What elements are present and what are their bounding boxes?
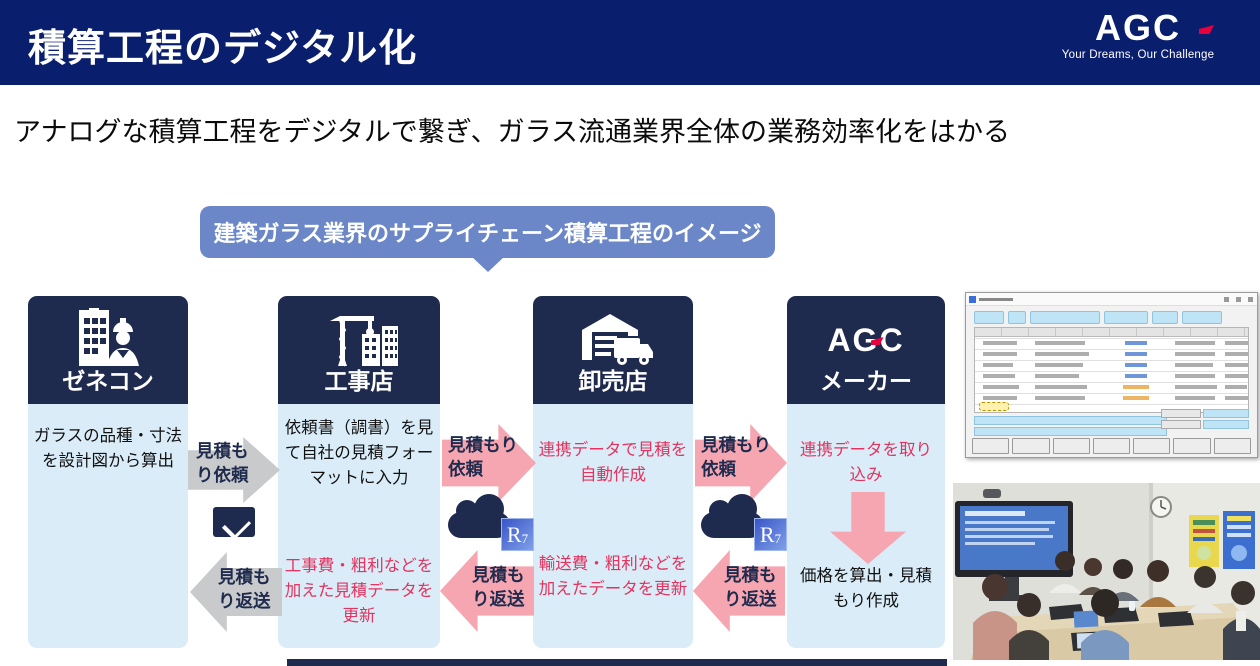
- active-input-cell: [979, 402, 1009, 411]
- cloud-icon: [701, 494, 763, 538]
- request-arrow-2: 見積もり依頼: [442, 424, 536, 502]
- meeting-photo: [953, 483, 1260, 660]
- envelope-icon: [213, 507, 255, 537]
- process-text-update: 輸送費・粗利などを加えたデータを更新: [538, 555, 688, 598]
- process-text: ガラスの品種・寸法を設計図から算出: [33, 427, 183, 470]
- callout-banner: 建築ガラス業界のサプライチェーン積算工程のイメージ: [200, 206, 775, 258]
- r7-badge-digit: 7: [774, 531, 782, 546]
- return-arrow-3-label: 見積もり返送: [724, 565, 777, 609]
- warehouse-truck-icon: [533, 308, 693, 370]
- agc-maker-logo-flag-icon: [870, 337, 884, 345]
- column-header: ゼネコン: [28, 296, 188, 404]
- callout-pointer: [471, 256, 505, 272]
- agc-maker-logo: AGC: [787, 324, 945, 356]
- column-label: メーカー: [820, 368, 912, 394]
- process-text: 連携データで見積を自動作成: [538, 441, 688, 484]
- cloud-r7-icon: R 7: [701, 494, 791, 555]
- cloud-r7-icon: R 7: [448, 494, 538, 555]
- minimize-icon: [1224, 297, 1229, 302]
- agc-logo-text: AGC: [1095, 7, 1181, 48]
- down-arrow: [830, 492, 906, 564]
- return-arrow-2: 見積もり返送: [440, 550, 534, 632]
- column-body: 連携データを取り込み 価格を算出・見積もり作成: [787, 404, 945, 648]
- agc-logo-tagline: Your Dreams, Our Challenge: [1061, 49, 1215, 61]
- return-arrow-2-label: 見積もり返送: [472, 565, 525, 609]
- header-band: 積算工程のデジタル化 AGC Your Dreams, Our Challeng…: [0, 0, 1260, 85]
- column-label: 工事店: [324, 368, 394, 394]
- callout-text: 建築ガラス業界のサプライチェーン積算工程のイメージ: [213, 221, 762, 246]
- maximize-icon: [1236, 297, 1241, 302]
- r7-badge-digit: 7: [521, 531, 529, 546]
- request-arrow-2-label: 見積もり依頼: [448, 435, 518, 479]
- crane-building-icon: [278, 308, 440, 370]
- column-label: 卸売店: [578, 368, 648, 394]
- request-arrow-1-label: 見積もり依頼: [196, 441, 249, 485]
- r7-badge: R 7: [754, 518, 787, 551]
- close-icon: [1248, 297, 1253, 302]
- column-body: 連携データで見積を自動作成 輸送費・粗利などを加えたデータを更新: [533, 404, 693, 648]
- column-header: AGC メーカー: [787, 296, 945, 404]
- agc-logo: AGC Your Dreams, Our Challenge: [1038, 7, 1238, 62]
- page-title: 積算工程のデジタル化: [28, 28, 418, 70]
- agc-logo-flag-icon: [1199, 25, 1214, 34]
- column-manufacturer: AGC メーカー 連携データを取り込み 価格を算出・見積もり作成: [787, 296, 945, 648]
- footer-bar: [287, 659, 947, 666]
- subtitle: アナログな積算工程をデジタルで繋ぎ、ガラス流通業界全体の業務効率化をはかる: [14, 117, 1011, 147]
- agc-maker-logo-text: AGC: [827, 322, 905, 358]
- function-key-buttons: [972, 438, 1251, 454]
- totals-panel: [1161, 409, 1249, 431]
- return-arrow-1: 見積もり返送: [190, 552, 282, 632]
- column-body: ガラスの品種・寸法を設計図から算出: [28, 404, 188, 648]
- estimate-table: [974, 327, 1249, 413]
- cloud-icon: [448, 494, 510, 538]
- process-text: 連携データを取り込み: [800, 441, 932, 484]
- window-titlebar: [966, 293, 1257, 306]
- column-wholesaler: 卸売店 連携データで見積を自動作成 輸送費・粗利などを加えたデータを更新: [533, 296, 693, 648]
- window-icon: [969, 296, 976, 303]
- return-arrow-3: 見積もり返送: [693, 550, 785, 632]
- table-header-row: [975, 328, 1248, 337]
- process-text-update: 工事費・粗利などを加えた見積データを更新: [284, 557, 434, 625]
- r7-badge-letter: R: [759, 521, 775, 547]
- window-title-bar-text: [979, 298, 1013, 301]
- process-text: 依頼書（調書）を見て自社の見積フォーマットに入力: [284, 419, 434, 487]
- column-general-contractor: ゼネコン ガラスの品種・寸法を設計図から算出: [28, 296, 188, 648]
- process-text-result: 価格を算出・見積もり作成: [800, 567, 932, 610]
- column-header: 卸売店: [533, 296, 693, 404]
- request-arrow-1: 見積もり依頼: [188, 437, 280, 503]
- column-body: 依頼書（調書）を見て自社の見積フォーマットに入力 工事費・粗利などを加えた見積デ…: [278, 404, 440, 648]
- r7-badge-letter: R: [506, 521, 522, 547]
- column-label: ゼネコン: [62, 368, 154, 394]
- r7-badge: R 7: [501, 518, 534, 551]
- request-arrow-3: 見積もり依頼: [695, 424, 787, 502]
- request-arrow-3-label: 見積もり依頼: [701, 435, 771, 479]
- building-worker-icon: [28, 308, 188, 370]
- column-header: 工事店: [278, 296, 440, 404]
- column-construction-shop: 工事店 依頼書（調書）を見て自社の見積フォーマットに入力 工事費・粗利などを加え…: [278, 296, 440, 648]
- estimate-software-screenshot: [965, 292, 1258, 458]
- app-toolbar: [974, 311, 1249, 324]
- return-arrow-1-label: 見積もり返送: [218, 567, 271, 611]
